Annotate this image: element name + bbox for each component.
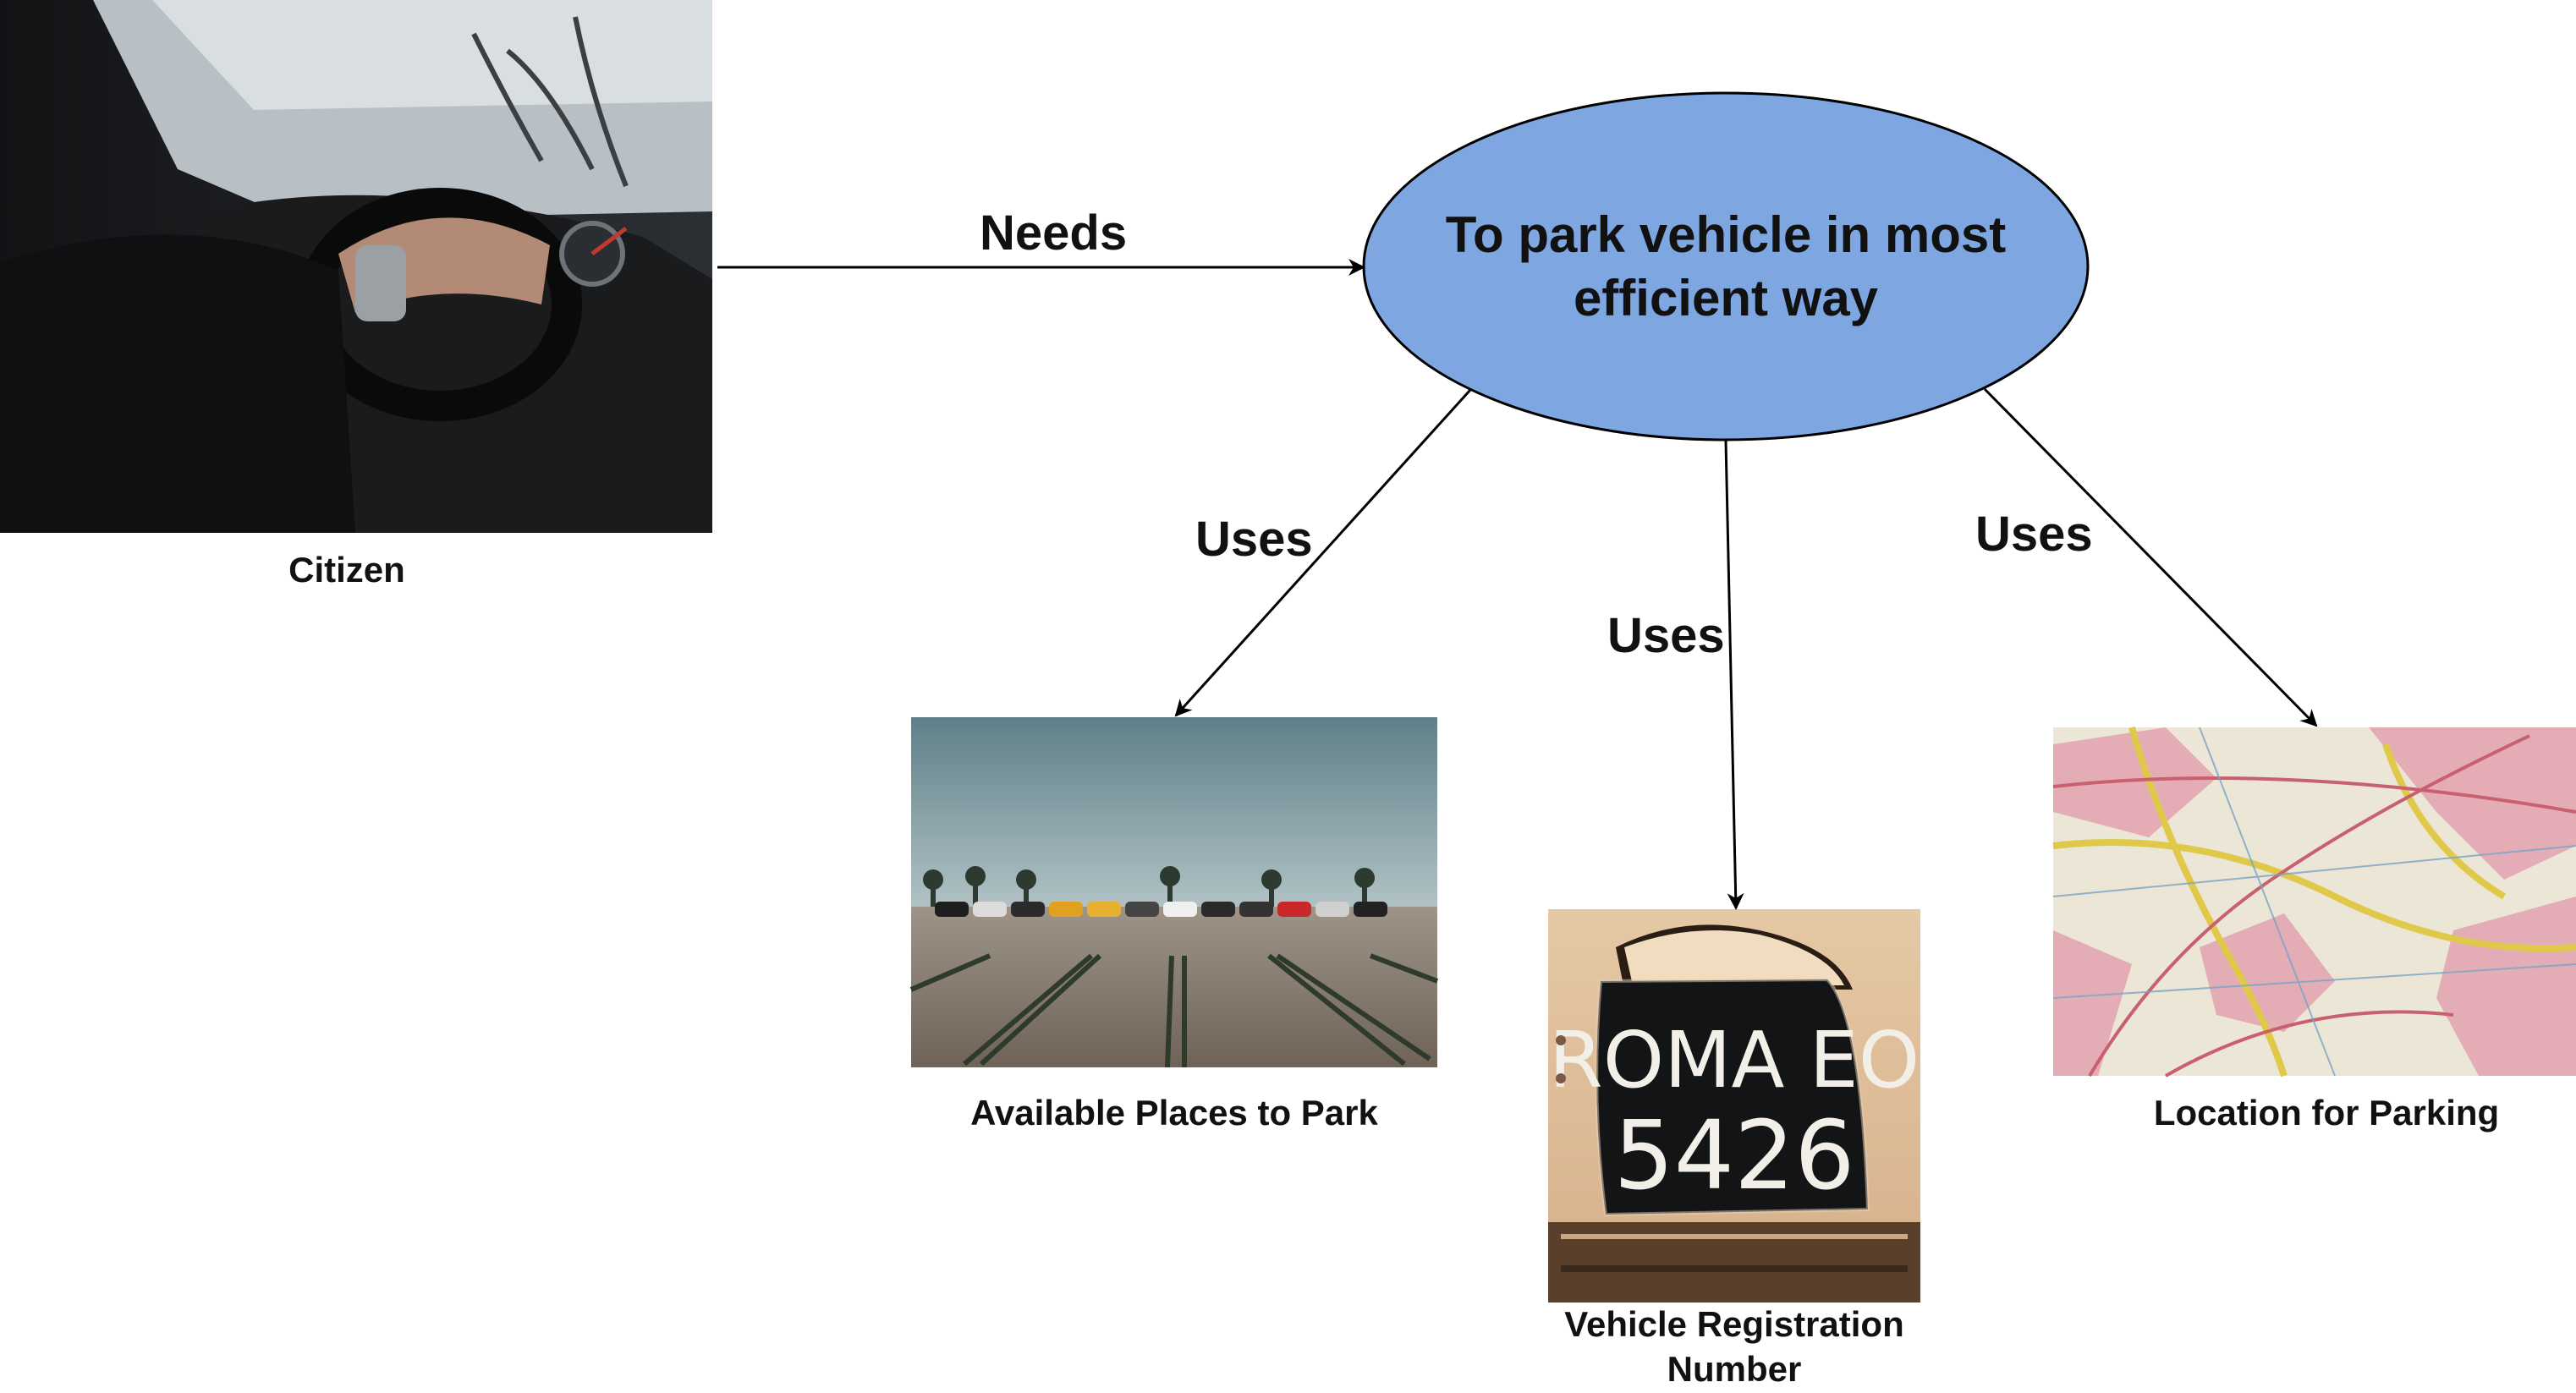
location-label: Location for Parking [2153, 1093, 2500, 1132]
citizen-label: Citizen [288, 550, 405, 590]
uses-label-right: Uses [1975, 507, 2093, 562]
plate-line-1: ROMA EO [1549, 1015, 1920, 1105]
uses-label-middle: Uses [1607, 608, 1725, 663]
map-photo [2052, 726, 2576, 1078]
license-plate-photo: ROMA EO 5426 [1548, 909, 1920, 1303]
uses-label-left: Uses [1195, 512, 1313, 567]
goal-text: To park vehicle in most efficient way [1445, 206, 2007, 326]
plate-line-2: 5426 [1613, 1101, 1854, 1211]
parking-lot-photo [909, 717, 1439, 1068]
uses-arrow-left [1174, 388, 1472, 717]
citizen-photo [0, 0, 712, 533]
uses-arrow-middle [1724, 440, 1744, 910]
needs-label: Needs [980, 206, 1128, 261]
uses-arrow-right [1983, 387, 2318, 727]
vehicle-registration-label: Vehicle Registration Number [1564, 1304, 1904, 1389]
available-places-label: Available Places to Park [970, 1093, 1378, 1132]
